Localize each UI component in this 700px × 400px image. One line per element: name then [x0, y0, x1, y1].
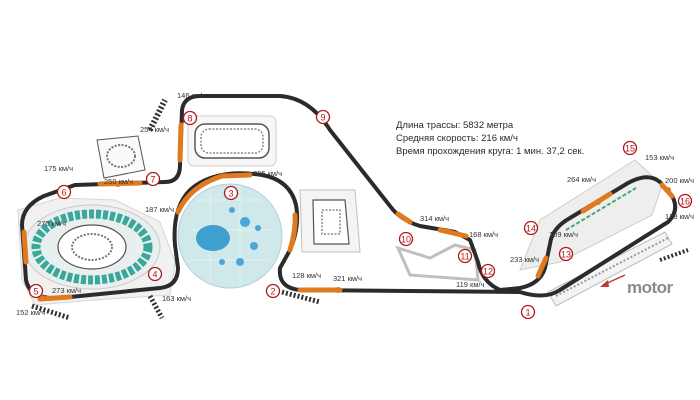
speed-label: 321 км/ч — [333, 274, 362, 283]
stadium-seats — [31, 209, 153, 285]
speed-label: 233 км/ч — [510, 255, 539, 264]
svg-text:9: 9 — [320, 113, 325, 123]
svg-text:10: 10 — [401, 235, 411, 245]
ground-layer — [17, 98, 689, 321]
speed-label: 163 км/ч — [162, 294, 191, 303]
lake — [196, 225, 230, 251]
speed-label: 270 км/ч — [37, 219, 66, 228]
svg-text:14: 14 — [526, 224, 536, 234]
svg-text:2: 2 — [270, 287, 275, 297]
svg-text:5: 5 — [33, 287, 38, 297]
turn-markers: 1 2 3 4 5 6 7 8 9 10 11 12 13 14 15 16 — [28, 109, 693, 320]
speed-labels: 146 км/ч 254 км/ч 175 км/ч 250 км/ч 305 … — [16, 91, 694, 317]
speed-label: 200 км/ч — [665, 176, 694, 185]
speed-label: 146 км/ч — [177, 91, 206, 100]
brand-logo: motor — [627, 278, 673, 297]
lap-time: Время прохождения круга: 1 мин. 37,2 сек… — [396, 146, 585, 157]
speed-label: 314 км/ч — [420, 214, 449, 223]
turn-marker: 8 — [182, 110, 198, 126]
speed-label: 168 км/ч — [469, 230, 498, 239]
svg-text:3: 3 — [228, 189, 233, 199]
speed-label: 305 км/ч — [253, 169, 282, 178]
speed-label: 264 км/ч — [567, 175, 596, 184]
speed-label: 254 км/ч — [140, 125, 169, 134]
turn-marker: 15 — [622, 140, 638, 156]
svg-text:11: 11 — [460, 252, 469, 262]
braking-zones — [21, 122, 675, 302]
turn-marker: 13 — [558, 246, 574, 262]
turn-marker: 5 — [28, 283, 44, 299]
svg-text:13: 13 — [561, 250, 571, 260]
svg-text:1: 1 — [525, 308, 530, 318]
turn-marker: 4 — [147, 266, 163, 282]
speed-label: 128 км/ч — [665, 212, 694, 221]
speed-label: 152 км/ч — [16, 308, 45, 317]
svg-text:16: 16 — [680, 197, 690, 207]
turn-marker: 9 — [315, 109, 331, 125]
turn-marker: 6 — [56, 184, 72, 200]
turn-marker: 12 — [480, 263, 496, 279]
track-length: Длина трассы: 5832 метра — [396, 120, 514, 131]
circuit-info: Длина трассы: 5832 метра Средняя скорост… — [396, 119, 584, 158]
speed-dots — [39, 181, 671, 301]
speed-label: 119 км/ч — [456, 280, 485, 289]
svg-text:4: 4 — [152, 270, 157, 280]
speed-label: 109 км/ч — [549, 230, 578, 239]
turn-marker: 16 — [677, 193, 693, 209]
paddock — [519, 159, 663, 271]
turn-marker: 3 — [223, 185, 239, 201]
turn-marker: 10 — [398, 231, 414, 247]
direction-arrow-icon — [600, 274, 626, 287]
turn-marker: 1 — [520, 304, 536, 320]
speed-label: 273 км/ч — [52, 286, 81, 295]
svg-text:8: 8 — [187, 114, 192, 124]
speed-label: 128 км/ч — [292, 271, 321, 280]
speed-label: 250 км/ч — [104, 177, 133, 186]
speed-label: 187 км/ч — [145, 205, 174, 214]
svg-text:12: 12 — [483, 267, 493, 277]
track-line — [20, 94, 678, 301]
turn-marker: 7 — [145, 171, 161, 187]
small-arena — [96, 135, 146, 179]
speed-label: 175 км/ч — [44, 164, 73, 173]
turn-marker: 11 — [457, 248, 473, 264]
svg-text:6: 6 — [61, 188, 66, 198]
svg-text:15: 15 — [625, 144, 635, 154]
svg-text:7: 7 — [150, 175, 155, 185]
turn-marker: 2 — [265, 283, 281, 299]
central-plaza — [177, 183, 283, 289]
speed-label: 153 км/ч — [645, 153, 674, 162]
turn-marker: 14 — [523, 220, 539, 236]
average-speed: Средняя скорость: 216 км/ч — [396, 133, 518, 144]
